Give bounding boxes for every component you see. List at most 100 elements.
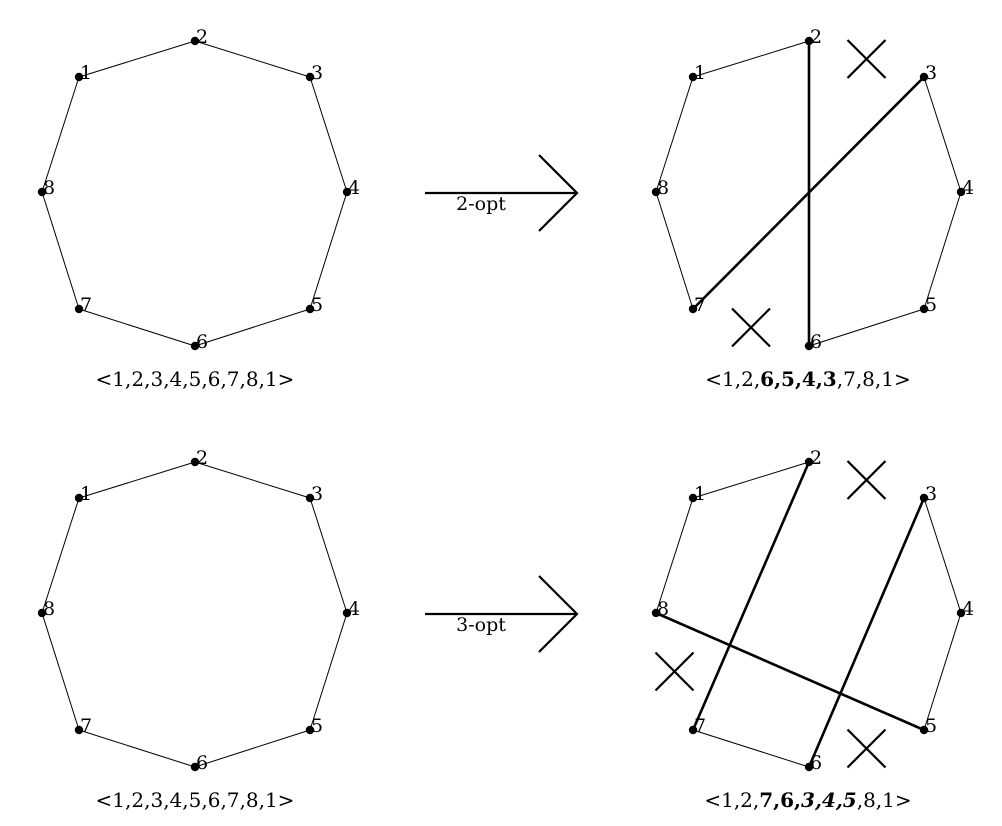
node-label: 3	[311, 483, 323, 505]
tour-edge-1-2	[692, 461, 810, 499]
node-dot	[37, 608, 47, 618]
sequence-segment: <1,2,3,4,5,6,7,8,1>	[96, 788, 295, 812]
sequence-segment: ,8,1>	[857, 788, 912, 812]
tour-edge-2-3	[194, 40, 311, 78]
tour-edge-6-7	[78, 308, 196, 347]
node-dot	[956, 187, 966, 197]
removed-edge-cross-7-8	[654, 651, 695, 692]
node-label: 4	[348, 598, 360, 620]
node-dot	[688, 304, 698, 314]
node-label: 1	[694, 62, 706, 84]
sequence-segment: <1,2,	[705, 367, 760, 391]
node-dot	[305, 72, 315, 82]
node-dot	[190, 341, 200, 351]
node-dot	[651, 608, 661, 618]
node-dot	[342, 187, 352, 197]
tour-edge-3-4	[923, 497, 962, 614]
node-dot	[919, 725, 929, 735]
node-dot	[804, 341, 814, 351]
node-dot	[190, 36, 200, 46]
removed-edge-cross-2-3	[846, 39, 887, 79]
node-label: 8	[43, 598, 55, 620]
node-label: 1	[694, 483, 706, 505]
new-edge-3-6	[807, 497, 926, 768]
node-label: 6	[810, 752, 822, 774]
arrow-head	[538, 154, 579, 232]
tour-edge-8-1	[41, 76, 80, 193]
node-dot	[305, 304, 315, 314]
sequence-segment: ,7,8,1>	[837, 367, 911, 391]
node-label: 7	[80, 715, 92, 737]
node-dot	[305, 725, 315, 735]
node-label: 6	[196, 331, 208, 353]
node-label: 4	[348, 177, 360, 199]
tour-edge-7-8	[41, 612, 80, 731]
tour-edge-6-7	[692, 729, 810, 768]
node-label: 2	[810, 26, 822, 48]
tour-edge-6-7	[78, 729, 196, 768]
node-dot	[804, 36, 814, 46]
transform-arrow-2-opt: 2-opt	[425, 154, 579, 232]
node-dot	[804, 762, 814, 772]
removed-edge-cross-2-3	[846, 460, 887, 500]
tour-edge-4-5	[923, 191, 962, 310]
node-dot	[919, 493, 929, 503]
removed-edge-cross-6-7	[731, 307, 771, 348]
tour-sequence: <1,2,6,5,4,3,7,8,1>	[705, 367, 911, 391]
tour-sequence: <1,2,3,4,5,6,7,8,1>	[96, 788, 295, 812]
sequence-segment: <1,2,	[704, 788, 759, 812]
arrow-head	[538, 575, 579, 653]
tour-edge-7-8	[41, 191, 80, 310]
node-label: 5	[311, 294, 323, 316]
node-dot	[956, 608, 966, 618]
node-dot	[305, 493, 315, 503]
sequence-segment: <1,2,3,4,5,6,7,8,1>	[96, 367, 295, 391]
node-dot	[688, 72, 698, 82]
node-label: 2	[810, 447, 822, 469]
tour-edge-3-4	[309, 76, 348, 193]
node-label: 3	[311, 62, 323, 84]
node-dot	[688, 493, 698, 503]
transform-arrow-3-opt: 3-opt	[425, 575, 579, 653]
node-label: 1	[80, 62, 92, 84]
tour-edge-5-6	[808, 308, 925, 347]
tour-edge-7-8	[655, 191, 694, 310]
node-label: 7	[80, 294, 92, 316]
node-label: 6	[196, 752, 208, 774]
node-label: 1	[80, 483, 92, 505]
new-edge-2-7	[691, 461, 811, 731]
arrow-label: 3-opt	[456, 614, 506, 636]
arrow-label: 2-opt	[456, 193, 506, 215]
sequence-segment: 6,5,4,3	[760, 367, 837, 391]
tour-edge-4-5	[923, 612, 962, 731]
node-dot	[74, 72, 84, 82]
node-dot	[190, 457, 200, 467]
tour-edge-4-5	[309, 191, 348, 310]
node-label: 7	[694, 715, 706, 737]
node-dot	[342, 608, 352, 618]
tour-edge-1-2	[78, 40, 196, 78]
tour-edge-3-4	[923, 76, 962, 193]
node-dot	[74, 725, 84, 735]
node-label: 2	[196, 26, 208, 48]
panels: 1 2 3 4 5 6 7 8 <1,2,3,4,5,6,7,8,1> 1 2 3 4 5 6 7 8 <1,2,…	[37, 26, 974, 812]
tour-edge-4-5	[309, 612, 348, 731]
node-label: 5	[311, 715, 323, 737]
node-dot	[37, 187, 47, 197]
node-dot	[919, 304, 929, 314]
node-dot	[651, 187, 661, 197]
tour-edge-2-3	[194, 461, 311, 499]
tour-sequence: <1,2,7,6,3,4,5,8,1>	[704, 788, 911, 812]
tour-edge-1-2	[78, 461, 196, 499]
node-dot	[74, 493, 84, 503]
node-label: 8	[657, 598, 669, 620]
node-dot	[804, 457, 814, 467]
node-label: 5	[925, 294, 937, 316]
node-dot	[74, 304, 84, 314]
node-dot	[190, 762, 200, 772]
node-label: 7	[694, 294, 706, 316]
